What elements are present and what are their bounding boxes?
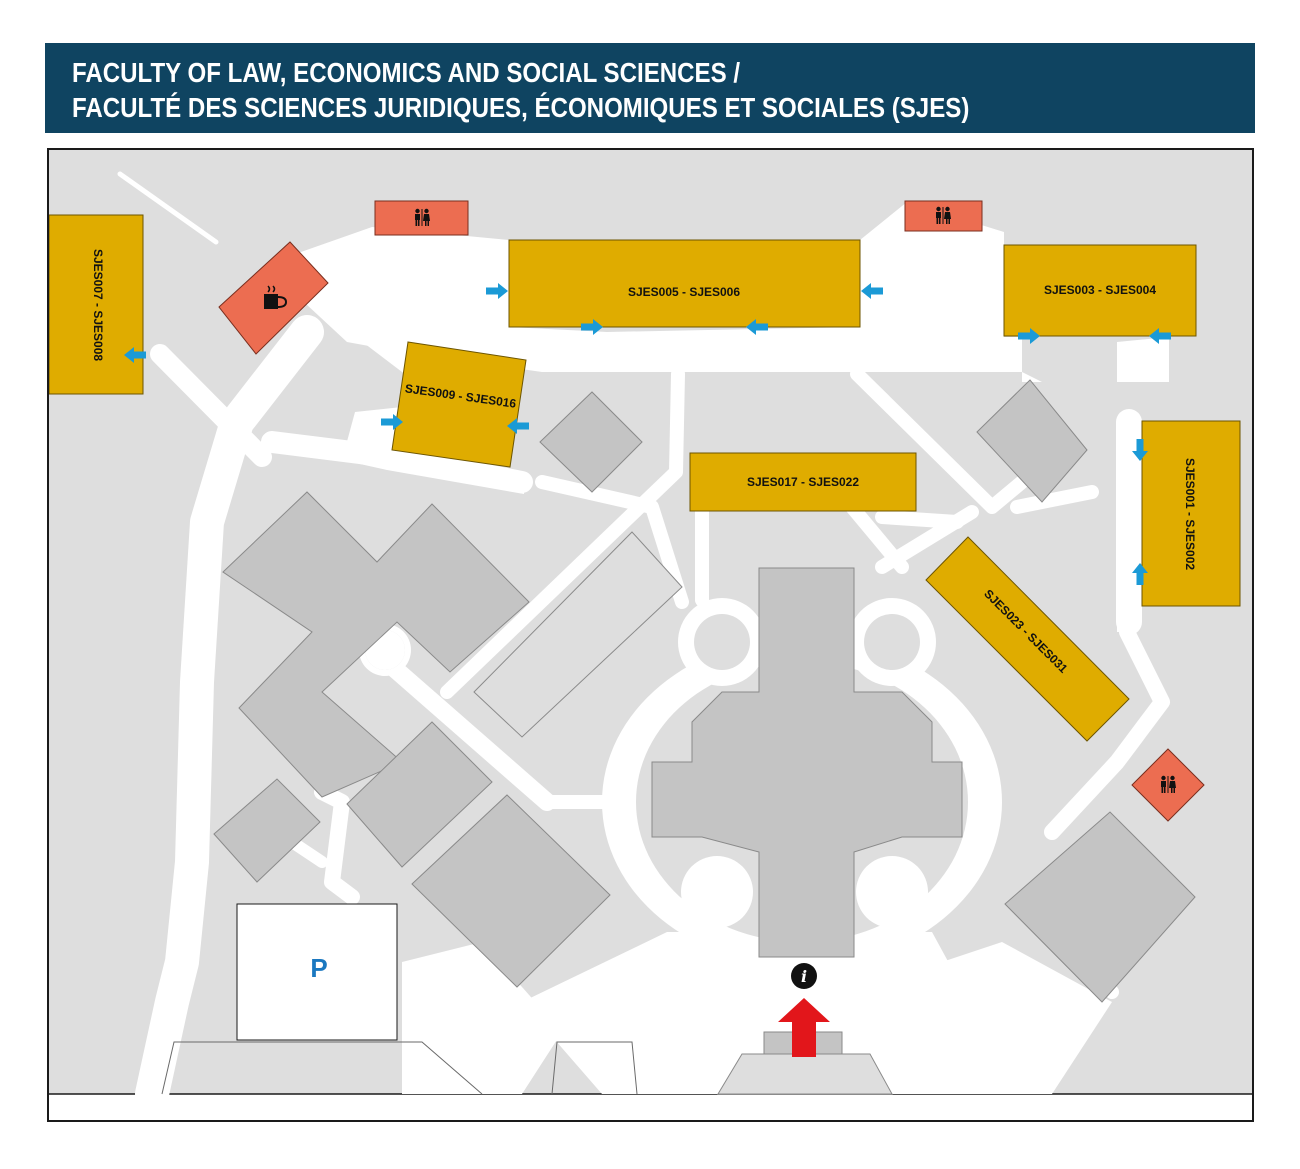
cafe[interactable] bbox=[218, 241, 329, 355]
title-line-french: FACULTÉ DES SCIENCES JURIDIQUES, ÉCONOMI… bbox=[72, 92, 970, 123]
label-sjes003-004: SJES003 - SJES004 bbox=[1044, 283, 1156, 297]
room-sjes003-004[interactable] bbox=[1003, 244, 1197, 337]
sjes-rooms bbox=[49, 214, 1241, 742]
room-sjes009-016[interactable] bbox=[391, 341, 527, 468]
parking-label: P bbox=[310, 953, 327, 983]
room-sjes005-006[interactable] bbox=[508, 239, 861, 328]
parking-lot bbox=[236, 903, 398, 1041]
info-icon[interactable]: i bbox=[791, 963, 817, 989]
building-small-southwest bbox=[213, 778, 321, 883]
room-sjes001-002[interactable] bbox=[1141, 420, 1241, 607]
building-south-west bbox=[346, 721, 493, 868]
building-northeast bbox=[976, 379, 1088, 503]
restroom-east[interactable] bbox=[1131, 748, 1205, 822]
title-line-english: FACULTY OF LAW, ECONOMICS AND SOCIAL SCI… bbox=[72, 57, 741, 88]
entrance-arrow-icon bbox=[778, 998, 830, 1057]
map-title-banner: FACULTY OF LAW, ECONOMICS AND SOCIAL SCI… bbox=[45, 43, 1255, 133]
room-sjes017-022[interactable] bbox=[689, 452, 917, 512]
main-building-cross bbox=[651, 567, 963, 958]
label-sjes007-008: SJES007 - SJES008 bbox=[91, 249, 105, 361]
room-sjes023-031[interactable] bbox=[925, 536, 1130, 742]
restroom-north-east[interactable] bbox=[904, 200, 983, 232]
restroom-north-west[interactable] bbox=[374, 200, 469, 236]
coffee-cup-icon bbox=[264, 285, 288, 309]
building-south bbox=[411, 794, 611, 988]
campus-map: P S bbox=[47, 148, 1254, 1122]
other-buildings bbox=[213, 379, 1196, 1095]
bottom-road bbox=[49, 1094, 1252, 1120]
building-west-cross bbox=[222, 491, 530, 798]
building-east bbox=[1004, 811, 1196, 1003]
svg-text:i: i bbox=[801, 967, 807, 986]
campus-map-drawing: P S bbox=[49, 171, 1252, 1120]
label-sjes005-006: SJES005 - SJES006 bbox=[628, 285, 740, 299]
courtyard-block bbox=[473, 531, 683, 738]
label-sjes001-002: SJES001 - SJES002 bbox=[1183, 458, 1197, 570]
label-sjes017-022: SJES017 - SJES022 bbox=[747, 475, 859, 489]
room-sjes007-008[interactable] bbox=[49, 214, 144, 395]
building-small-north bbox=[539, 391, 643, 493]
